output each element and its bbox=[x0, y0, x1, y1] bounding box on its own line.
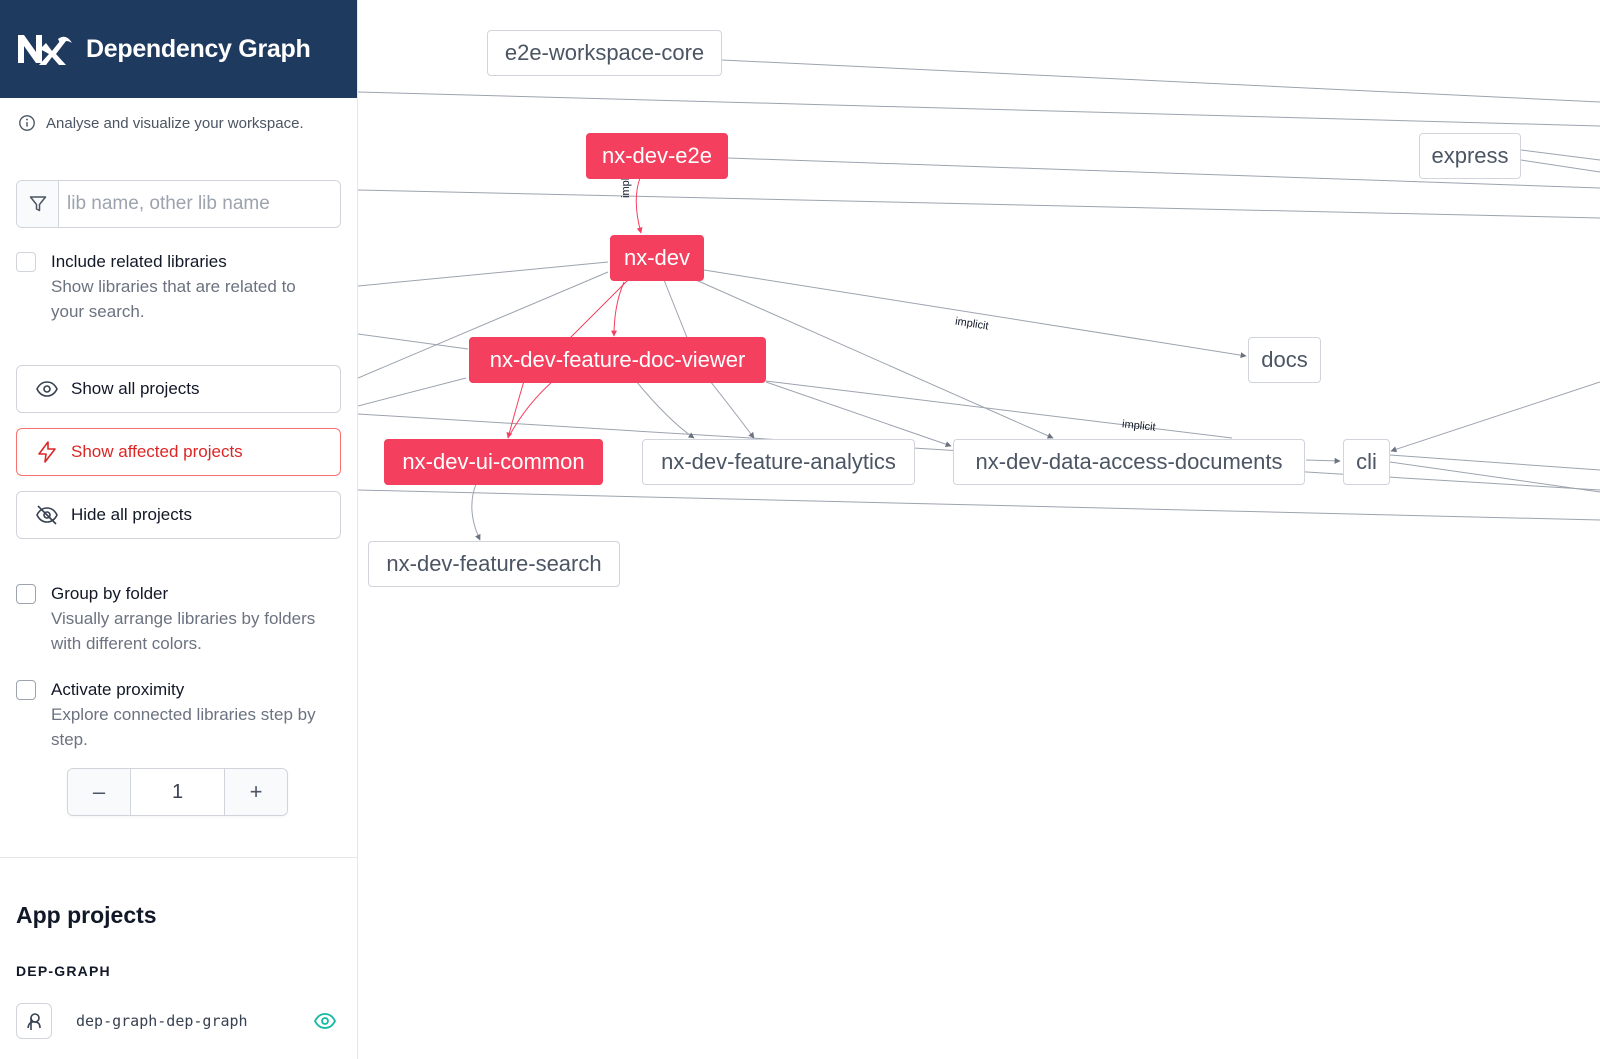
filter-icon bbox=[17, 181, 59, 227]
header-bar: Dependency Graph bbox=[0, 0, 357, 98]
proximity-description: Explore connected libraries step by step… bbox=[51, 705, 316, 749]
app-title: Dependency Graph bbox=[86, 34, 311, 63]
project-group-title: DEP-GRAPH bbox=[16, 963, 111, 979]
app-projects-title: App projects bbox=[16, 902, 157, 928]
hide-all-projects-button[interactable]: Hide all projects bbox=[16, 491, 341, 539]
include-related-checkbox[interactable] bbox=[16, 252, 36, 272]
graph-node[interactable]: express bbox=[1419, 133, 1521, 179]
graph-edge-affected bbox=[635, 177, 643, 234]
graph-node[interactable]: e2e-workspace-core bbox=[487, 30, 722, 76]
graph-node[interactable]: nx-dev bbox=[610, 235, 704, 281]
graph-edge bbox=[765, 381, 952, 448]
hide-all-projects-label: Hide all projects bbox=[71, 505, 192, 524]
graph-node[interactable]: nx-dev-ui-common bbox=[384, 439, 603, 485]
graph-edge bbox=[1520, 149, 1600, 161]
eye-off-icon bbox=[36, 505, 58, 525]
graph-edge bbox=[358, 91, 1600, 127]
group-by-folder-description: Visually arrange libraries by folders wi… bbox=[51, 609, 316, 653]
graph-node[interactable]: nx-dev-feature-doc-viewer bbox=[469, 337, 766, 383]
proximity-option: Activate proximity Explore connected lib… bbox=[0, 678, 357, 752]
search-box bbox=[16, 180, 341, 228]
graph-edges bbox=[358, 59, 1600, 541]
group-by-folder-checkbox[interactable] bbox=[16, 584, 36, 604]
dependency-graph-canvas[interactable]: implicit implicit implicit e2e-workspace… bbox=[358, 0, 1600, 1059]
show-affected-projects-button[interactable]: Show affected projects bbox=[16, 428, 341, 476]
project-row: dep-graph-dep-graph bbox=[0, 979, 357, 1039]
graph-edge bbox=[635, 380, 695, 439]
info-line: Analyse and visualize your workspace. bbox=[0, 98, 357, 132]
graph-edge bbox=[358, 261, 609, 287]
nx-logo-icon bbox=[18, 35, 72, 65]
graph-node[interactable]: cli bbox=[1343, 439, 1390, 485]
focus-project-icon[interactable] bbox=[16, 1003, 52, 1039]
include-related-description: Show libraries that are related to your … bbox=[51, 277, 296, 321]
graph-edge bbox=[358, 333, 469, 350]
eye-icon[interactable] bbox=[313, 1009, 337, 1033]
proximity-value[interactable]: 1 bbox=[130, 769, 225, 815]
graph-edge bbox=[358, 271, 609, 379]
graph-edge bbox=[471, 483, 481, 541]
group-by-folder-option: Group by folder Visually arrange librari… bbox=[0, 582, 357, 656]
include-related-option: Include related libraries Show libraries… bbox=[0, 250, 357, 324]
sidebar: Dependency Graph Analyse and visualize y… bbox=[0, 0, 358, 1059]
info-icon bbox=[19, 115, 35, 131]
graph-edge bbox=[765, 380, 1233, 439]
graph-edge bbox=[1520, 159, 1600, 173]
graph-edge bbox=[663, 279, 689, 341]
show-all-projects-label: Show all projects bbox=[71, 379, 200, 398]
search-input[interactable] bbox=[59, 181, 340, 227]
decrement-button[interactable]: – bbox=[68, 769, 130, 815]
project-name: dep-graph-dep-graph bbox=[76, 1012, 248, 1030]
graph-edge bbox=[695, 279, 1054, 439]
graph-edge bbox=[1305, 457, 1341, 464]
sidebar-divider bbox=[0, 857, 357, 858]
show-all-projects-button[interactable]: Show all projects bbox=[16, 365, 341, 413]
increment-button[interactable]: + bbox=[225, 769, 287, 815]
graph-edge-affected bbox=[611, 281, 625, 337]
graph-edge bbox=[721, 59, 1600, 103]
graph-node[interactable]: nx-dev-feature-analytics bbox=[642, 439, 915, 485]
graph-node[interactable]: nx-dev-e2e bbox=[586, 133, 728, 179]
graph-edge bbox=[358, 189, 1600, 219]
graph-edge bbox=[358, 489, 1600, 521]
include-related-label: Include related libraries bbox=[51, 252, 227, 271]
proximity-label: Activate proximity bbox=[51, 680, 185, 699]
graph-edge-affected bbox=[507, 380, 554, 439]
graph-node[interactable]: nx-dev-feature-search bbox=[368, 541, 620, 587]
proximity-checkbox[interactable] bbox=[16, 680, 36, 700]
show-affected-projects-label: Show affected projects bbox=[71, 442, 243, 461]
graph-node[interactable]: docs bbox=[1248, 337, 1321, 383]
graph-node[interactable]: nx-dev-data-access-documents bbox=[953, 439, 1305, 485]
lightning-icon bbox=[38, 441, 56, 463]
graph-edge bbox=[709, 380, 755, 439]
eye-icon bbox=[36, 381, 58, 397]
graph-edge bbox=[1389, 461, 1600, 493]
graph-edge bbox=[703, 269, 1247, 359]
graph-edge bbox=[358, 377, 467, 407]
graph-edge bbox=[1390, 381, 1600, 453]
graph-edge bbox=[727, 157, 1600, 189]
graph-edge bbox=[1389, 454, 1600, 471]
graph-edge-affected bbox=[569, 279, 629, 339]
proximity-stepper: – 1 + bbox=[67, 768, 288, 816]
graph-edge-affected bbox=[506, 380, 525, 439]
group-by-folder-label: Group by folder bbox=[51, 584, 169, 603]
info-text: Analyse and visualize your workspace. bbox=[46, 114, 304, 132]
